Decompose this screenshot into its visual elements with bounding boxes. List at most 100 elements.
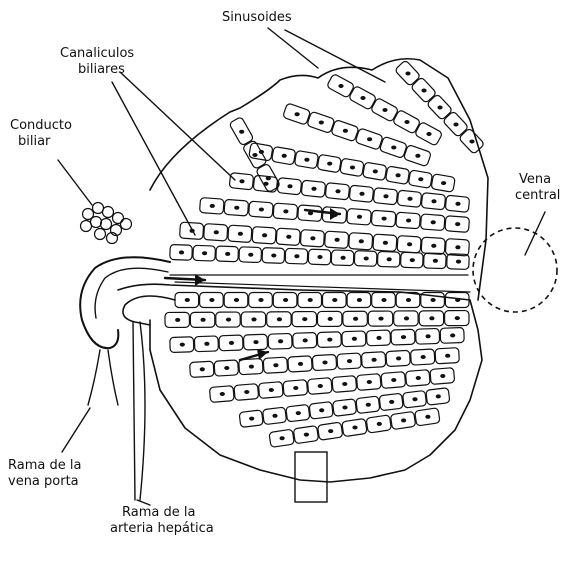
- hepatocyte-nucleus: [352, 337, 357, 341]
- hepatocyte-nucleus: [280, 436, 285, 440]
- hepatocyte-nucleus: [283, 298, 288, 302]
- leader-rama-porta: [62, 408, 90, 452]
- hepatocyte-nucleus: [391, 146, 396, 150]
- label-rama-arteria-hepatica: Rama de la arteria hepática: [110, 505, 214, 537]
- hepatocyte-nucleus: [372, 358, 377, 362]
- hepatocyte-nucleus: [456, 260, 461, 264]
- hepatocyte-nucleus: [352, 426, 357, 430]
- hepatocyte-nucleus: [269, 388, 274, 392]
- hepatocyte-nucleus: [455, 298, 460, 302]
- hepatocyte-nucleus: [286, 235, 291, 239]
- hepatocyte-nucleus: [258, 298, 263, 302]
- hepatocyte-nucleus: [359, 192, 364, 196]
- hepatocyte-nucleus: [376, 336, 381, 340]
- hepatocyte-nucleus: [469, 140, 474, 144]
- hepatocyte-nucleus: [382, 108, 387, 112]
- hepatocyte-nucleus: [450, 333, 455, 337]
- hepatocyte-nucleus: [244, 390, 249, 394]
- hepatocyte-nucleus: [437, 106, 442, 110]
- hepatocyte-nucleus: [229, 341, 234, 345]
- hepatocyte-nucleus: [404, 120, 409, 124]
- hepatocyte-nucleus: [277, 317, 282, 321]
- hepatocyte-nucleus: [407, 197, 412, 201]
- hepatocyte-nucleus: [359, 239, 364, 243]
- hepatocyte-nucleus: [431, 298, 436, 302]
- hepatocyte-nucleus: [378, 317, 383, 321]
- hepatocyte-nucleus: [357, 298, 362, 302]
- label-rama-vena-porta: Rama de la vena porta: [8, 458, 81, 490]
- bile-duct-cell: [121, 219, 132, 230]
- hepatocyte-nucleus: [383, 194, 388, 198]
- hepatocyte-nucleus: [342, 406, 347, 410]
- hepatocyte-nucleus: [262, 233, 267, 237]
- hepatocyte-nucleus: [273, 363, 278, 367]
- hepatocyte-nucleus: [185, 298, 190, 302]
- hepatocyte-nucleus: [283, 209, 288, 213]
- hepatocyte-nucleus: [401, 418, 406, 422]
- hepatocyte-nucleus: [431, 199, 436, 203]
- hepatocyte-cords: [165, 60, 485, 448]
- hepatocyte-nucleus: [311, 187, 316, 191]
- bile-duct-cell: [81, 221, 92, 232]
- central-vein: [473, 228, 557, 312]
- hepatocyte-nucleus: [295, 112, 300, 116]
- hepatocyte-nucleus: [319, 408, 324, 412]
- hepatocyte-nucleus: [224, 366, 229, 370]
- hepatocyte-nucleus: [367, 380, 372, 384]
- hepatocyte-nucleus: [425, 415, 430, 419]
- hepatocyte-nucleus: [357, 215, 362, 219]
- hepatocyte-nucleus: [214, 230, 219, 234]
- hepatocyte-nucleus: [253, 340, 258, 344]
- leader-sinusoides: [268, 28, 385, 82]
- hepatocyte-nucleus: [335, 189, 340, 193]
- hepatocyte-nucleus: [421, 89, 426, 93]
- hepatic-artery-loop: [123, 296, 175, 325]
- hepatocyte-nucleus: [210, 204, 215, 208]
- hepatocyte-nucleus: [440, 374, 445, 378]
- hepatocyte-nucleus: [410, 258, 415, 262]
- hepatocyte-nucleus: [415, 154, 420, 158]
- leader-conducto: [58, 160, 92, 205]
- hepatocyte-nucleus: [401, 335, 406, 339]
- hepatocyte-nucleus: [239, 130, 244, 134]
- hepatocyte-nucleus: [293, 386, 298, 390]
- flow-arrowhead: [330, 208, 340, 220]
- hepatocyte-nucleus: [249, 365, 254, 369]
- hepatocyte-nucleus: [249, 417, 254, 421]
- hepatocyte-nucleus: [220, 392, 225, 396]
- bile-duct: [81, 203, 132, 244]
- leader-canaliculos: [112, 72, 235, 235]
- hepatocyte-nucleus: [406, 219, 411, 223]
- hepatocyte-nucleus: [278, 339, 283, 343]
- hepatocyte-nucleus: [308, 298, 313, 302]
- bile-duct-cell: [93, 203, 104, 214]
- hepatocyte-nucleus: [421, 355, 426, 359]
- bile-duct-cell: [101, 219, 112, 230]
- hepatocyte-nucleus: [298, 362, 303, 366]
- hepatocyte-nucleus: [441, 181, 446, 185]
- hepatocyte-nucleus: [209, 298, 214, 302]
- hepatocyte-nucleus: [202, 251, 207, 255]
- hepatocyte-nucleus: [204, 342, 209, 346]
- hepatocyte-nucleus: [426, 334, 431, 338]
- hepatocyte-nucleus: [445, 354, 450, 358]
- hepatocyte-nucleus: [405, 72, 410, 76]
- hepatocyte-nucleus: [200, 367, 205, 371]
- hepatocyte-nucleus: [416, 376, 421, 380]
- hepatic-artery-stem: [133, 322, 145, 500]
- label-sinusoides: Sinusoides: [222, 10, 292, 26]
- hepatocyte-nucleus: [318, 384, 323, 388]
- hepatocyte-nucleus: [248, 253, 253, 257]
- portal-vein-loop: [80, 257, 170, 348]
- hepatocyte-nucleus: [381, 298, 386, 302]
- hepatocyte-nucleus: [426, 132, 431, 136]
- hepatocyte-nucleus: [310, 236, 315, 240]
- leader-vena-central: [525, 212, 545, 255]
- hepatocyte-nucleus: [453, 123, 458, 127]
- hepatocyte-nucleus: [396, 356, 401, 360]
- hepatocyte-nucleus: [252, 153, 257, 157]
- bile-duct-cell: [103, 207, 114, 218]
- hepatocyte-nucleus: [429, 316, 434, 320]
